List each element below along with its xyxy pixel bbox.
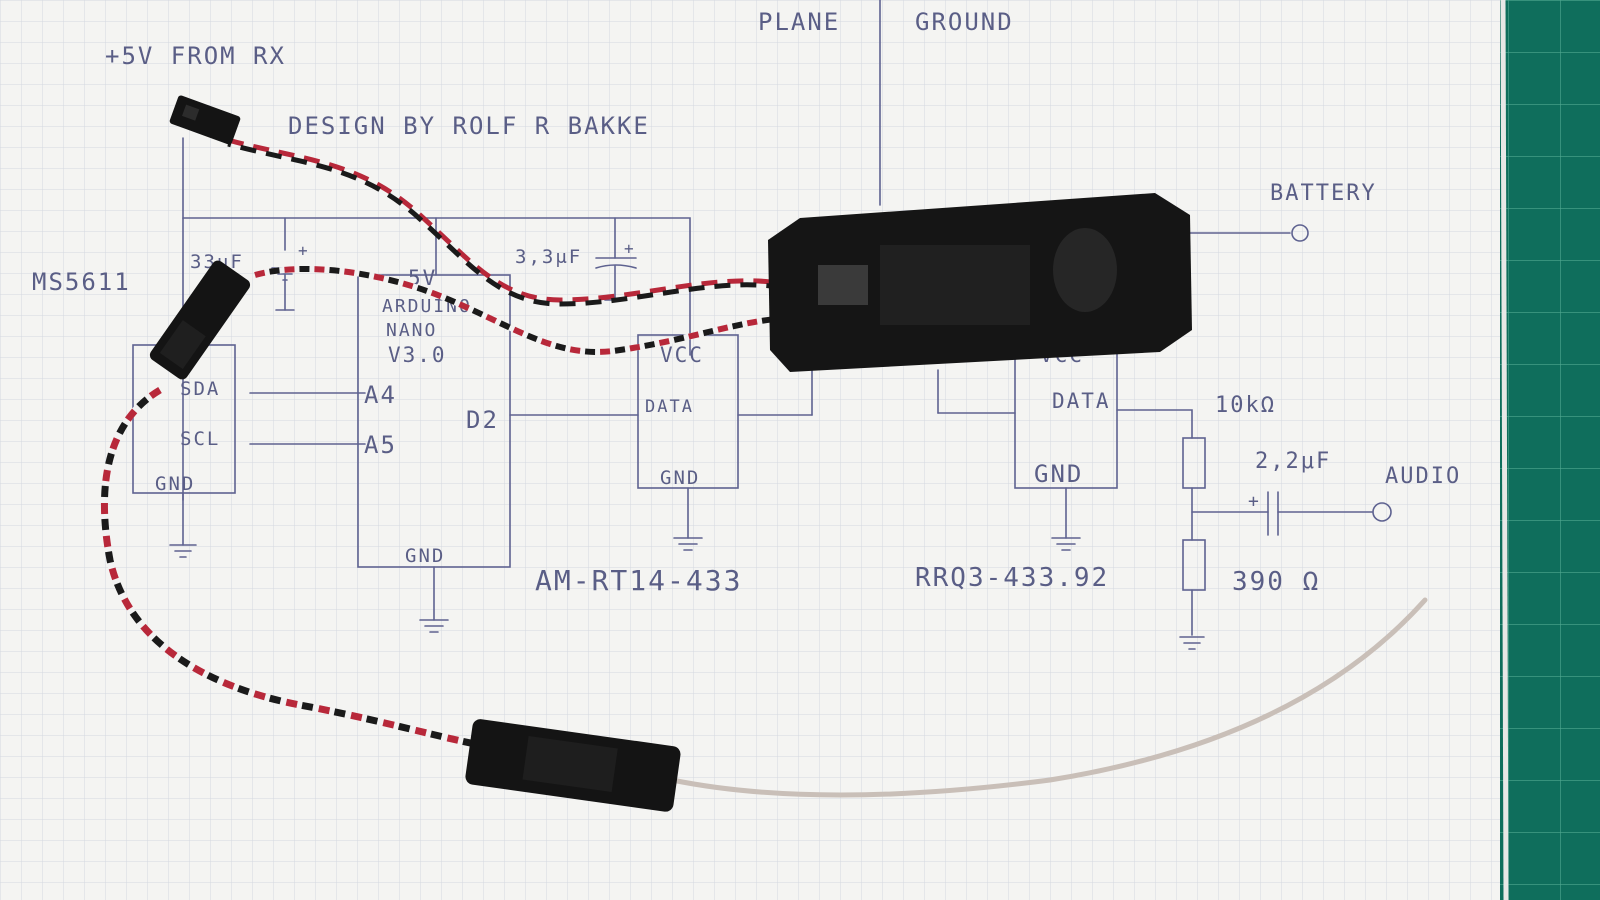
label-rx-data: DATA — [1052, 389, 1111, 413]
label-plus-left: + — [298, 241, 310, 260]
label-pin-gnd-sensor: GND — [155, 473, 195, 495]
label-tx-data: DATA — [645, 397, 694, 417]
rx-lead-black — [100, 387, 481, 749]
label-pin-scl: SCL — [180, 428, 220, 450]
label-plus-mid: + — [624, 239, 636, 258]
rx-lead-red — [100, 387, 481, 749]
label-receiver: RRQ3-433.92 — [915, 563, 1109, 593]
label-sensor: MS5611 — [32, 268, 131, 296]
antenna-wire — [669, 597, 1428, 798]
label-battery: BATTERY — [1270, 181, 1377, 206]
label-pin-gnd-arduino: GND — [405, 545, 445, 567]
label-pin-sda: SDA — [180, 378, 220, 400]
label-pin-a4: A4 — [364, 381, 397, 409]
label-pin-d2: D2 — [466, 406, 499, 434]
label-ground: GROUND — [915, 8, 1014, 36]
label-transmitter: AM-RT14-433 — [535, 564, 742, 597]
power-connector — [169, 95, 241, 145]
label-designer: DESIGN BY ROLF R BAKKE — [288, 112, 650, 140]
sensor-lead-black — [254, 266, 791, 355]
label-resistor-top: 10kΩ — [1215, 393, 1276, 418]
power-lead-red — [227, 137, 791, 303]
label-plus-out: + — [1248, 491, 1261, 512]
label-capacitor-out: 2,2μF — [1255, 449, 1331, 474]
label-resistor-bottom: 390 Ω — [1232, 567, 1320, 597]
label-audio: AUDIO — [1385, 464, 1461, 489]
sensor-module — [149, 260, 251, 380]
label-arduino-version: V3.0 — [388, 343, 447, 367]
label-cap-mid: 3,3μF — [515, 246, 582, 268]
label-plane: PLANE — [758, 8, 840, 36]
label-arduino-model: NANO — [386, 320, 437, 341]
label-tx-gnd: GND — [660, 467, 700, 489]
hardware — [100, 95, 1428, 812]
label-power-source: +5V FROM RX — [105, 42, 286, 70]
receiver-module — [465, 719, 681, 812]
label-tx-vcc: VCC — [660, 343, 704, 367]
label-rx-gnd: GND — [1034, 460, 1083, 488]
label-pin-a5: A5 — [364, 431, 397, 459]
power-lead-black — [227, 141, 791, 307]
